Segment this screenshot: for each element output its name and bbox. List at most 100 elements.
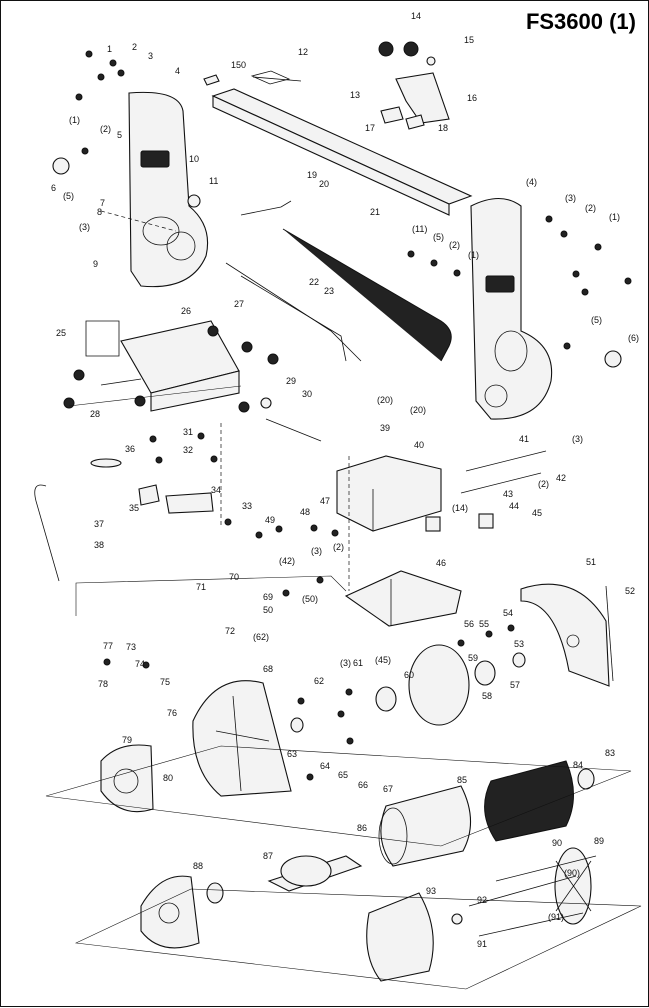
callout-label: 61 xyxy=(353,658,363,668)
callout-label: 22 xyxy=(309,277,319,287)
blade-guard xyxy=(520,583,614,687)
callout-label: 7 xyxy=(100,198,105,208)
callout-label: 12 xyxy=(298,47,308,57)
callout-label: (2) xyxy=(100,124,111,134)
block-40 xyxy=(336,450,547,532)
callout-label: 86 xyxy=(357,823,367,833)
callout-label: 75 xyxy=(160,677,170,687)
callout-label: 57 xyxy=(510,680,520,690)
callout-label: 36 xyxy=(125,444,135,454)
callout-label: 33 xyxy=(242,501,252,511)
callout-label: 21 xyxy=(370,207,380,217)
callout-label: 37 xyxy=(94,519,104,529)
callout-label: 87 xyxy=(263,851,273,861)
callout-label: (3) xyxy=(340,658,351,668)
callout-label: (11) xyxy=(412,224,427,234)
callout-label: 39 xyxy=(380,423,390,433)
callout-label: 30 xyxy=(302,389,312,399)
callout-label: 31 xyxy=(183,427,193,437)
callout-label: 38 xyxy=(94,540,104,550)
callout-label: 46 xyxy=(436,558,446,568)
assembly-lines xyxy=(45,210,642,990)
callout-label: (1) xyxy=(69,115,80,125)
callout-label: (62) xyxy=(253,632,269,642)
fasteners xyxy=(75,50,632,781)
callout-label: 3 xyxy=(148,51,153,61)
callout-label: 5 xyxy=(117,130,122,140)
callout-label: (3) xyxy=(79,222,90,232)
callout-label: 40 xyxy=(414,440,424,450)
callout-label: 27 xyxy=(234,299,244,309)
callout-label: 66 xyxy=(358,780,368,790)
callout-label: 29 xyxy=(286,376,296,386)
callout-label: (50) xyxy=(302,594,318,604)
guide-rail xyxy=(203,70,473,216)
end-housing-80 xyxy=(100,744,154,813)
callout-label: 23 xyxy=(324,286,334,296)
callout-label: 35 xyxy=(129,503,139,513)
callout-label: 79 xyxy=(122,735,132,745)
callout-label: 92 xyxy=(477,895,487,905)
callout-label: 77 xyxy=(103,641,113,651)
callout-label: 54 xyxy=(503,608,513,618)
drive-chain xyxy=(225,200,452,362)
callout-label: (4) xyxy=(526,177,537,187)
callout-label: 15 xyxy=(464,35,474,45)
callout-label: 65 xyxy=(338,770,348,780)
callout-label: 45 xyxy=(532,508,542,518)
callout-label: (90) xyxy=(564,868,580,878)
callout-label: (3) xyxy=(311,546,322,556)
plate-46 xyxy=(344,570,462,627)
callout-label: 49 xyxy=(265,515,275,525)
callout-label: 60 xyxy=(404,670,414,680)
side-plate-left xyxy=(52,91,209,288)
callout-label: (5) xyxy=(591,315,602,325)
bracket-16 xyxy=(378,41,450,130)
callout-label: (5) xyxy=(63,191,74,201)
callout-label: (2) xyxy=(333,542,344,552)
callout-label: 20 xyxy=(319,179,329,189)
callout-label: 62 xyxy=(314,676,324,686)
callout-label: 18 xyxy=(438,123,448,133)
callout-label: (20) xyxy=(377,395,393,405)
model-title: FS3600 (1) xyxy=(525,9,636,34)
callout-label: 67 xyxy=(383,784,393,794)
side-plate-right xyxy=(470,197,622,420)
callout-label: 25 xyxy=(56,328,66,338)
saw-blade xyxy=(290,644,526,733)
callout-label: 83 xyxy=(605,748,615,758)
callout-label: 55 xyxy=(479,619,489,629)
callout-label: (91) xyxy=(548,912,564,922)
end-cover-88 xyxy=(140,875,200,949)
callout-label: (45) xyxy=(375,655,391,665)
callout-label: 9 xyxy=(93,259,98,269)
fan-89 xyxy=(468,847,597,937)
callout-label: 43 xyxy=(503,489,513,499)
callout-label: 80 xyxy=(163,773,173,783)
callout-label: (2) xyxy=(449,240,460,250)
carriage-block xyxy=(63,320,322,442)
callout-label: 78 xyxy=(98,679,108,689)
callout-label: 84 xyxy=(573,760,583,770)
callout-label: (1) xyxy=(468,250,479,260)
callout-label: 85 xyxy=(457,775,467,785)
callout-label: 8 xyxy=(97,207,102,217)
callout-label: (42) xyxy=(279,556,295,566)
callout-label: (6) xyxy=(628,333,639,343)
armature-86 xyxy=(206,855,363,904)
callout-label: 6 xyxy=(51,183,56,193)
callout-label: (2) xyxy=(538,479,549,489)
callout-label: 72 xyxy=(225,626,235,636)
callout-label: 58 xyxy=(482,691,492,701)
callout-label: 68 xyxy=(263,664,273,674)
callout-label: (1) xyxy=(609,212,620,222)
motor-housing-68 xyxy=(192,680,292,797)
callout-label: 48 xyxy=(300,507,310,517)
callout-label: 16 xyxy=(467,93,477,103)
callout-label: 69 xyxy=(263,592,273,602)
callout-label: 88 xyxy=(193,861,203,871)
callout-label: 150 xyxy=(231,60,246,70)
